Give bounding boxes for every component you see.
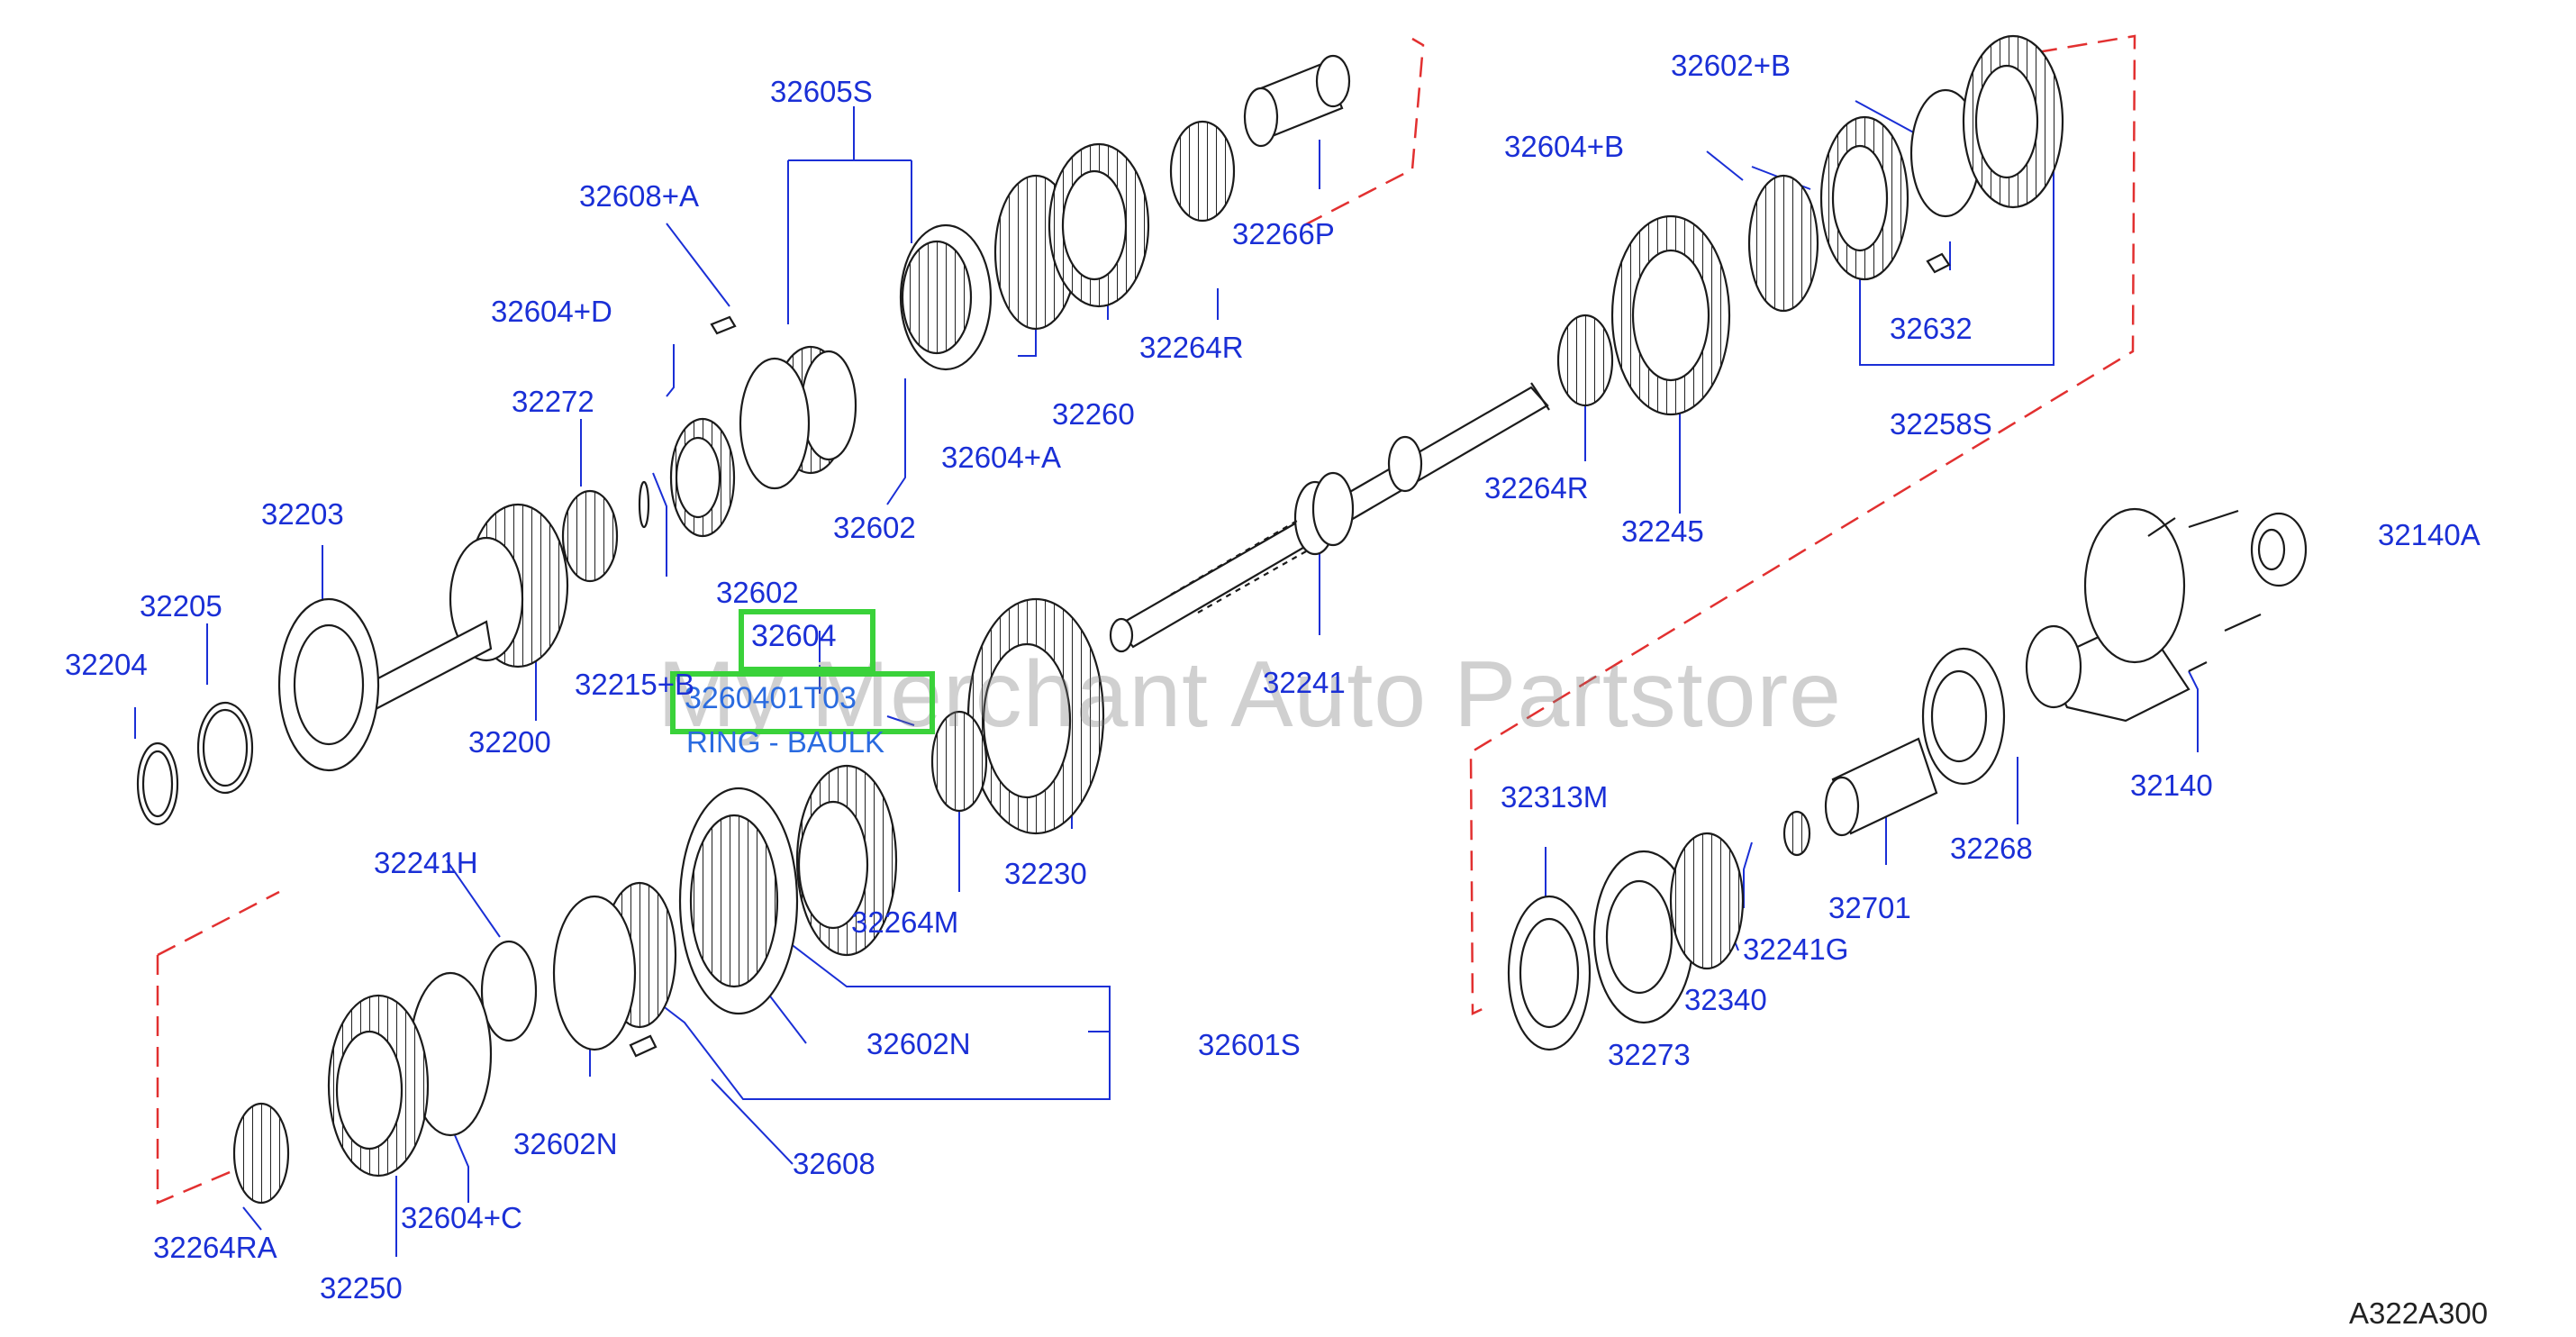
label-32340[interactable]: 32340 bbox=[1684, 983, 1767, 1016]
label-32266P[interactable]: 32266P bbox=[1232, 217, 1335, 250]
label-32264M[interactable]: 32264M bbox=[851, 905, 959, 939]
parts bbox=[136, 34, 2308, 1205]
label-32241G[interactable]: 32241G bbox=[1743, 932, 1849, 966]
label-32604A[interactable]: 32604+A bbox=[941, 441, 1062, 474]
label-32264R-mid[interactable]: 32264R bbox=[1484, 471, 1589, 505]
highlight-description: RING - BAULK bbox=[686, 725, 885, 759]
label-32241H[interactable]: 32241H bbox=[374, 846, 478, 879]
label-32272[interactable]: 32272 bbox=[512, 385, 594, 418]
label-32602N-left[interactable]: 32602N bbox=[513, 1127, 618, 1160]
label-32604B[interactable]: 32604+B bbox=[1504, 130, 1625, 163]
label-32602B[interactable]: 32602+B bbox=[1671, 49, 1791, 82]
label-32245[interactable]: 32245 bbox=[1621, 514, 1704, 548]
highlight-box-oem[interactable] bbox=[670, 671, 935, 734]
highlight-part-number[interactable]: 32604 bbox=[751, 619, 837, 653]
diagram-code: A322A300 bbox=[2349, 1296, 2489, 1330]
label-32602-lower[interactable]: 32602 bbox=[716, 576, 799, 609]
label-32258S[interactable]: 32258S bbox=[1890, 407, 1992, 441]
label-32602-upper[interactable]: 32602 bbox=[833, 511, 916, 544]
label-32701[interactable]: 32701 bbox=[1828, 891, 1911, 924]
label-32204[interactable]: 32204 bbox=[65, 648, 148, 681]
highlight-box-part[interactable] bbox=[739, 609, 875, 672]
label-32313M[interactable]: 32313M bbox=[1501, 780, 1609, 814]
label-32608[interactable]: 32608 bbox=[793, 1147, 875, 1180]
label-32230[interactable]: 32230 bbox=[1004, 857, 1087, 890]
label-32273[interactable]: 32273 bbox=[1608, 1038, 1691, 1071]
label-32250[interactable]: 32250 bbox=[320, 1271, 403, 1305]
label-32605S[interactable]: 32605S bbox=[770, 75, 873, 108]
label-32264R-top[interactable]: 32264R bbox=[1139, 331, 1244, 364]
label-32200[interactable]: 32200 bbox=[468, 725, 551, 759]
label-32601S[interactable]: 32601S bbox=[1198, 1028, 1301, 1061]
label-32140A[interactable]: 32140A bbox=[2378, 518, 2481, 551]
label-32205[interactable]: 32205 bbox=[140, 589, 222, 623]
label-32268[interactable]: 32268 bbox=[1950, 832, 2033, 865]
label-32140[interactable]: 32140 bbox=[2130, 769, 2213, 802]
label-32264RA[interactable]: 32264RA bbox=[153, 1231, 277, 1264]
label-32632[interactable]: 32632 bbox=[1890, 312, 1973, 345]
label-32215B[interactable]: 32215+B bbox=[575, 668, 695, 701]
highlight-oem-number[interactable]: 3260401T03 bbox=[685, 681, 857, 715]
label-32241[interactable]: 32241 bbox=[1263, 666, 1346, 699]
dashed-boundaries bbox=[156, 34, 2136, 1205]
label-32604D[interactable]: 32604+D bbox=[491, 295, 612, 328]
label-32260[interactable]: 32260 bbox=[1052, 397, 1135, 431]
label-32608A[interactable]: 32608+A bbox=[579, 179, 700, 213]
label-32604C[interactable]: 32604+C bbox=[401, 1201, 522, 1234]
label-32602N-right[interactable]: 32602N bbox=[866, 1027, 971, 1060]
label-32203[interactable]: 32203 bbox=[261, 497, 344, 531]
